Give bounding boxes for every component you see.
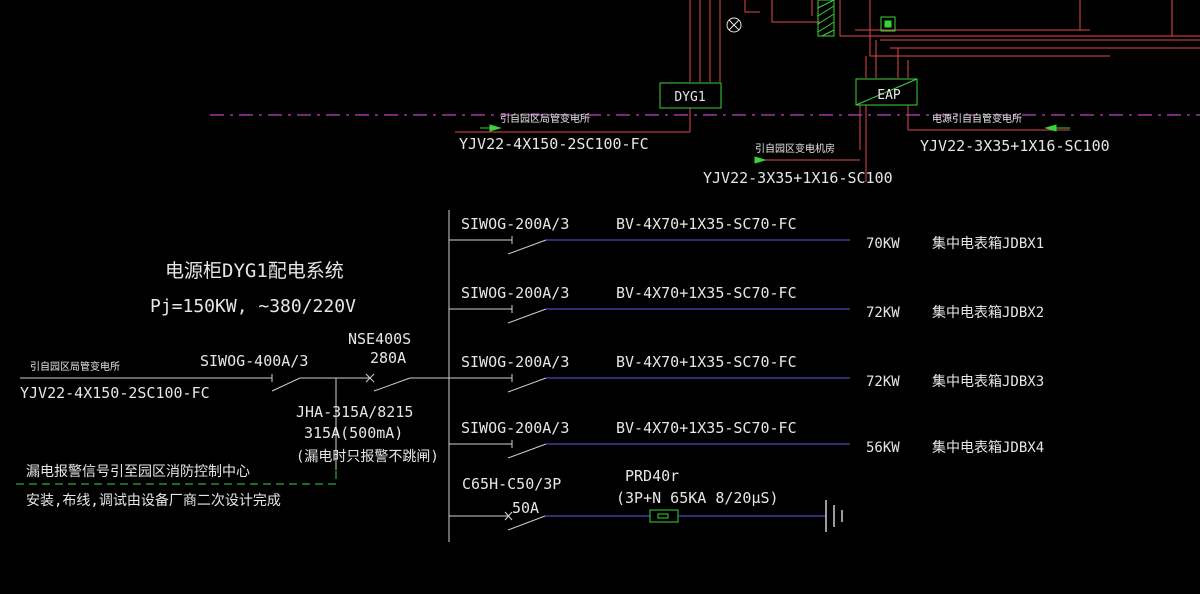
alarm-line2: 安装,布线,调试由设备厂商二次设计完成	[26, 492, 281, 509]
spd-breaker: C65H-C50/3P	[462, 475, 561, 493]
system-rating: Pj=150KW, ~380/220V	[150, 296, 356, 317]
top-equipment	[726, 0, 896, 37]
feeder-2-cable: BV-4X70+1X35-SC70-FC	[616, 284, 797, 302]
feeder-4-breaker: SIWOG-200A/3	[461, 419, 569, 437]
feeder-3-power: 72KW	[866, 374, 900, 390]
switch-current: 280A	[370, 349, 406, 367]
eap-cabinet[interactable]: EAP	[855, 78, 918, 106]
feeder-3-breaker: SIWOG-200A/3	[461, 353, 569, 371]
spd-breaker-current: 50A	[512, 499, 539, 517]
eap-label: EAP	[877, 88, 901, 103]
feeder-1-load: 集中电表箱JDBX1	[932, 235, 1044, 252]
feeder-3-breaker-switch[interactable]	[507, 377, 547, 393]
feeder-2-breaker-switch[interactable]	[507, 308, 547, 324]
feeder-4-cable: BV-4X70+1X35-SC70-FC	[616, 419, 797, 437]
feeder-1-breaker-switch[interactable]	[507, 239, 547, 255]
spd-model: PRD40r	[625, 467, 679, 485]
feeder-4-breaker-switch[interactable]	[507, 443, 547, 459]
feeder-4-load: 集中电表箱JDBX4	[932, 439, 1044, 456]
lamp-symbol	[726, 17, 742, 33]
feeder-2-load: 集中电表箱JDBX2	[932, 304, 1044, 321]
rcd-note: (漏电时只报警不跳闸)	[296, 449, 439, 465]
feeder-1-breaker: SIWOG-200A/3	[461, 215, 569, 233]
incoming-line	[20, 210, 450, 542]
feeder-2-power: 72KW	[866, 305, 900, 321]
source-right-note: 电源引自自管变电所	[932, 112, 1022, 125]
feeder-3-load: 集中电表箱JDBX3	[932, 373, 1044, 390]
top-wiring	[455, 0, 1200, 182]
source-left-cable: YJV22-4X150-2SC100-FC	[459, 135, 649, 153]
feeder-3-cable: BV-4X70+1X35-SC70-FC	[616, 353, 797, 371]
spd-branch: C65H-C50/3P 50A PRD40r (3P+N 65KA 8/20μS…	[449, 467, 843, 532]
dyg1-cabinet[interactable]: DYG1	[659, 82, 722, 109]
incoming-cable: YJV22-4X150-2SC100-FC	[20, 384, 210, 402]
cabinet-hatch	[817, 0, 835, 37]
feeder-1-cable: BV-4X70+1X35-SC70-FC	[616, 215, 797, 233]
spd-device[interactable]	[649, 509, 679, 523]
rcd-rating: 315A(500mA)	[304, 424, 403, 442]
alarm-signal-line	[16, 470, 337, 485]
spd-spec: (3P+N 65KA 8/20μS)	[616, 489, 779, 507]
alarm-line1: 漏电报警信号引至园区消防控制中心	[26, 464, 250, 480]
indicator-box	[880, 16, 896, 32]
source-mid-note: 引自园区变电机房	[755, 142, 835, 155]
source-arrows	[480, 124, 1070, 164]
source-mid-cable: YJV22-3X35+1X16-SC100	[703, 169, 893, 187]
source-right-cable: YJV22-3X35+1X16-SC100	[920, 137, 1110, 155]
feeder-1-power: 70KW	[866, 236, 900, 252]
main-breaker-label: SIWOG-400A/3	[200, 352, 308, 370]
feeder-2-breaker: SIWOG-200A/3	[461, 284, 569, 302]
dyg1-label: DYG1	[674, 90, 705, 105]
switch-model: NSE400S	[348, 330, 411, 348]
feeder-4-power: 56KW	[866, 440, 900, 456]
incoming-note: 引自园区局管变电所	[30, 360, 120, 373]
system-title: 电源柜DYG1配电系统	[165, 260, 344, 282]
source-left-note: 引自园区局管变电所	[500, 112, 590, 125]
rcd-model: JHA-315A/8215	[296, 403, 413, 421]
